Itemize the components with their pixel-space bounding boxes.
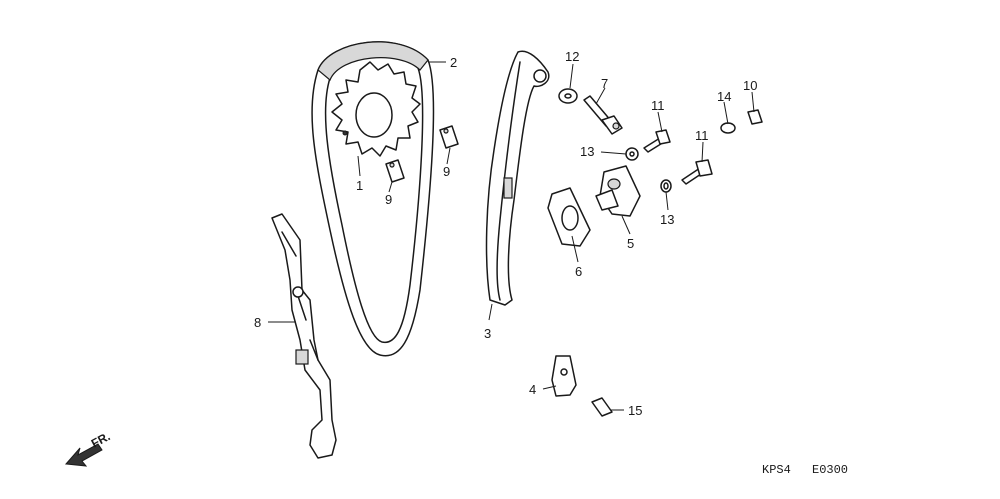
diagram-code-left: KPS4 xyxy=(762,463,791,477)
callout-9-lower: 9 xyxy=(385,192,392,207)
callout-15: 15 xyxy=(628,403,642,418)
callout-9-upper: 9 xyxy=(443,164,450,179)
callout-13-lower: 13 xyxy=(660,212,674,227)
callout-4: 4 xyxy=(529,382,536,397)
o-ring-13-lower xyxy=(660,179,672,193)
bolt-10 xyxy=(747,109,763,125)
cam-chain-guide xyxy=(271,213,337,459)
tensioner-lifter xyxy=(595,165,641,217)
callout-12: 12 xyxy=(565,49,579,64)
cam-sprocket xyxy=(331,61,421,157)
callout-1: 1 xyxy=(356,178,363,193)
bolt-11-upper xyxy=(643,129,671,153)
bolt-11-lower xyxy=(681,159,713,185)
callout-10: 10 xyxy=(743,78,757,93)
callout-2: 2 xyxy=(450,55,457,70)
callout-7: 7 xyxy=(601,76,608,91)
bolt-9-upper xyxy=(439,125,459,149)
callout-11-lower: 11 xyxy=(695,128,709,143)
callout-14: 14 xyxy=(717,89,731,104)
leader-lines xyxy=(268,61,755,411)
bolt-15 xyxy=(591,397,613,417)
callout-11-upper: 11 xyxy=(651,98,665,113)
diagram-code-right: E0300 xyxy=(812,463,848,477)
clip-14 xyxy=(720,122,736,134)
callout-3: 3 xyxy=(484,326,491,341)
pivot-bolt-7 xyxy=(583,95,623,135)
callout-5: 5 xyxy=(627,236,634,251)
bolt-9-lower xyxy=(385,159,405,183)
front-direction-arrow: FR. xyxy=(64,429,112,467)
callout-13-upper: 13 xyxy=(580,144,594,159)
o-ring-13-upper xyxy=(625,147,639,161)
cam-chain-tensioner-slider xyxy=(485,50,550,306)
tensioner-gasket xyxy=(547,187,591,247)
callout-6: 6 xyxy=(575,264,582,279)
callout-8: 8 xyxy=(254,315,261,330)
stopper-plate xyxy=(551,355,577,397)
washer-12 xyxy=(558,88,578,104)
cam-chain xyxy=(311,41,435,357)
